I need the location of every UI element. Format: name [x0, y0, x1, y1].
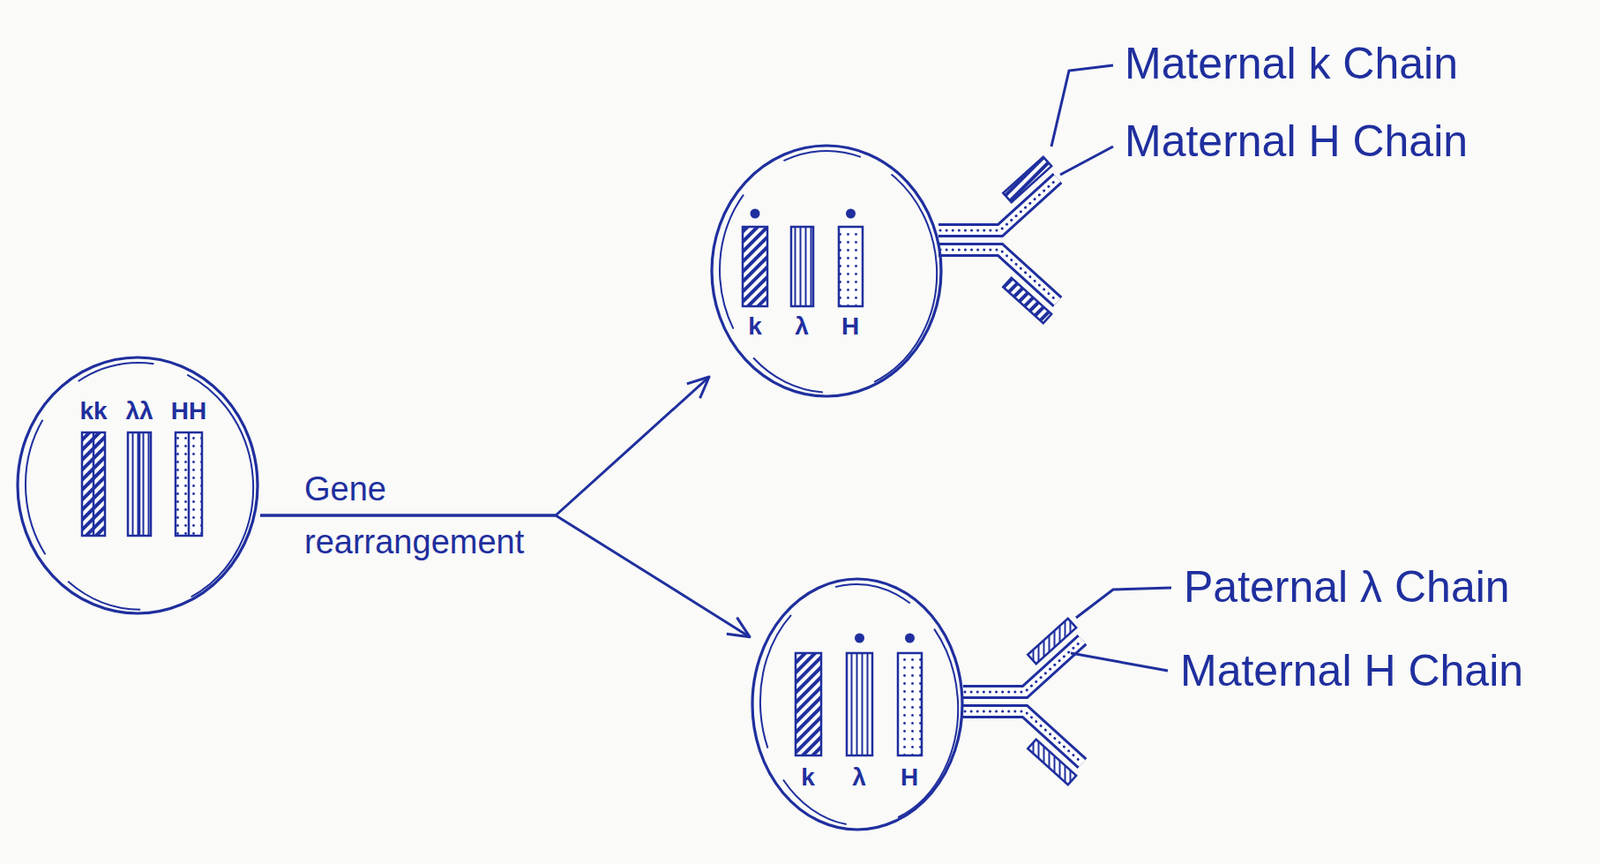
leader-line — [1060, 146, 1114, 175]
chromosome-bar — [838, 226, 863, 307]
chromosome-bar — [897, 652, 922, 756]
heavy-chain-fill — [938, 178, 1058, 231]
chain-label: Maternal k Chain — [1124, 37, 1458, 90]
cell-circle: kλH — [749, 575, 965, 832]
antibody — [963, 618, 1083, 785]
gene-label: λ — [852, 762, 867, 792]
heavy-chain-fill — [963, 710, 1083, 763]
rearranged-marker — [845, 209, 856, 219]
heavy-chain-fill — [963, 639, 1083, 692]
chromosome-bar — [791, 226, 814, 307]
gene-label: k — [747, 312, 763, 341]
rearranged-marker — [750, 209, 761, 219]
chromosome-bar — [795, 652, 822, 756]
cell-outline — [709, 142, 944, 399]
light-chain — [1002, 277, 1052, 323]
chromosome-bar — [82, 432, 105, 536]
heavy-chain-dots — [964, 710, 1081, 762]
chain-label: Maternal H Chain — [1124, 114, 1468, 168]
rearranged-marker — [854, 633, 865, 643]
gene-label: λλ — [125, 396, 153, 426]
heavy-chain — [938, 178, 1058, 231]
heavy-chain-fill — [938, 249, 1058, 302]
leader-line — [1051, 65, 1114, 147]
cell-circle: kkλλ HH — [14, 354, 261, 616]
antibody — [938, 157, 1058, 323]
cell-outline — [14, 354, 261, 616]
gene-label: λ — [794, 312, 809, 341]
gene-label: H — [841, 312, 860, 341]
chromosome-bar — [175, 432, 202, 536]
light-chain — [1027, 739, 1077, 785]
gene-label: H — [900, 762, 919, 792]
edge-label: Gene rearrangement — [304, 462, 539, 569]
heavy-chain-dots — [940, 179, 1056, 231]
heavy-chain — [963, 639, 1083, 692]
chromosome-bar — [127, 432, 151, 536]
cell-membrane-inner — [752, 576, 967, 832]
heavy-chain — [963, 710, 1083, 763]
light-chain — [1027, 618, 1077, 664]
cell-outline — [749, 575, 965, 832]
cell-membrane-inner — [17, 354, 262, 617]
leader-line — [1070, 652, 1168, 671]
gene-label: k — [800, 762, 815, 792]
chromosome-bar — [846, 652, 873, 756]
gene-label: kk — [79, 396, 107, 426]
chromosome-bar — [742, 226, 768, 307]
chain-label: Maternal H Chain — [1180, 643, 1524, 697]
chain-label: Paternal λ Chain — [1183, 560, 1511, 614]
heavy-chain-dots — [940, 249, 1056, 300]
chromosome-divider — [92, 432, 96, 536]
heavy-chain — [938, 249, 1058, 302]
light-chain — [1002, 157, 1052, 202]
leader-line — [1076, 587, 1172, 618]
cell-circle: kλH — [709, 142, 944, 399]
rearranged-marker — [904, 633, 915, 643]
chromosome-divider — [187, 432, 191, 536]
heavy-chain-dots — [964, 641, 1081, 692]
cell-membrane-inner — [711, 143, 946, 400]
chromosome-divider — [138, 432, 142, 536]
cell-membrane — [17, 357, 258, 614]
cell-membrane — [711, 145, 942, 397]
gene-label: HH — [171, 396, 207, 426]
